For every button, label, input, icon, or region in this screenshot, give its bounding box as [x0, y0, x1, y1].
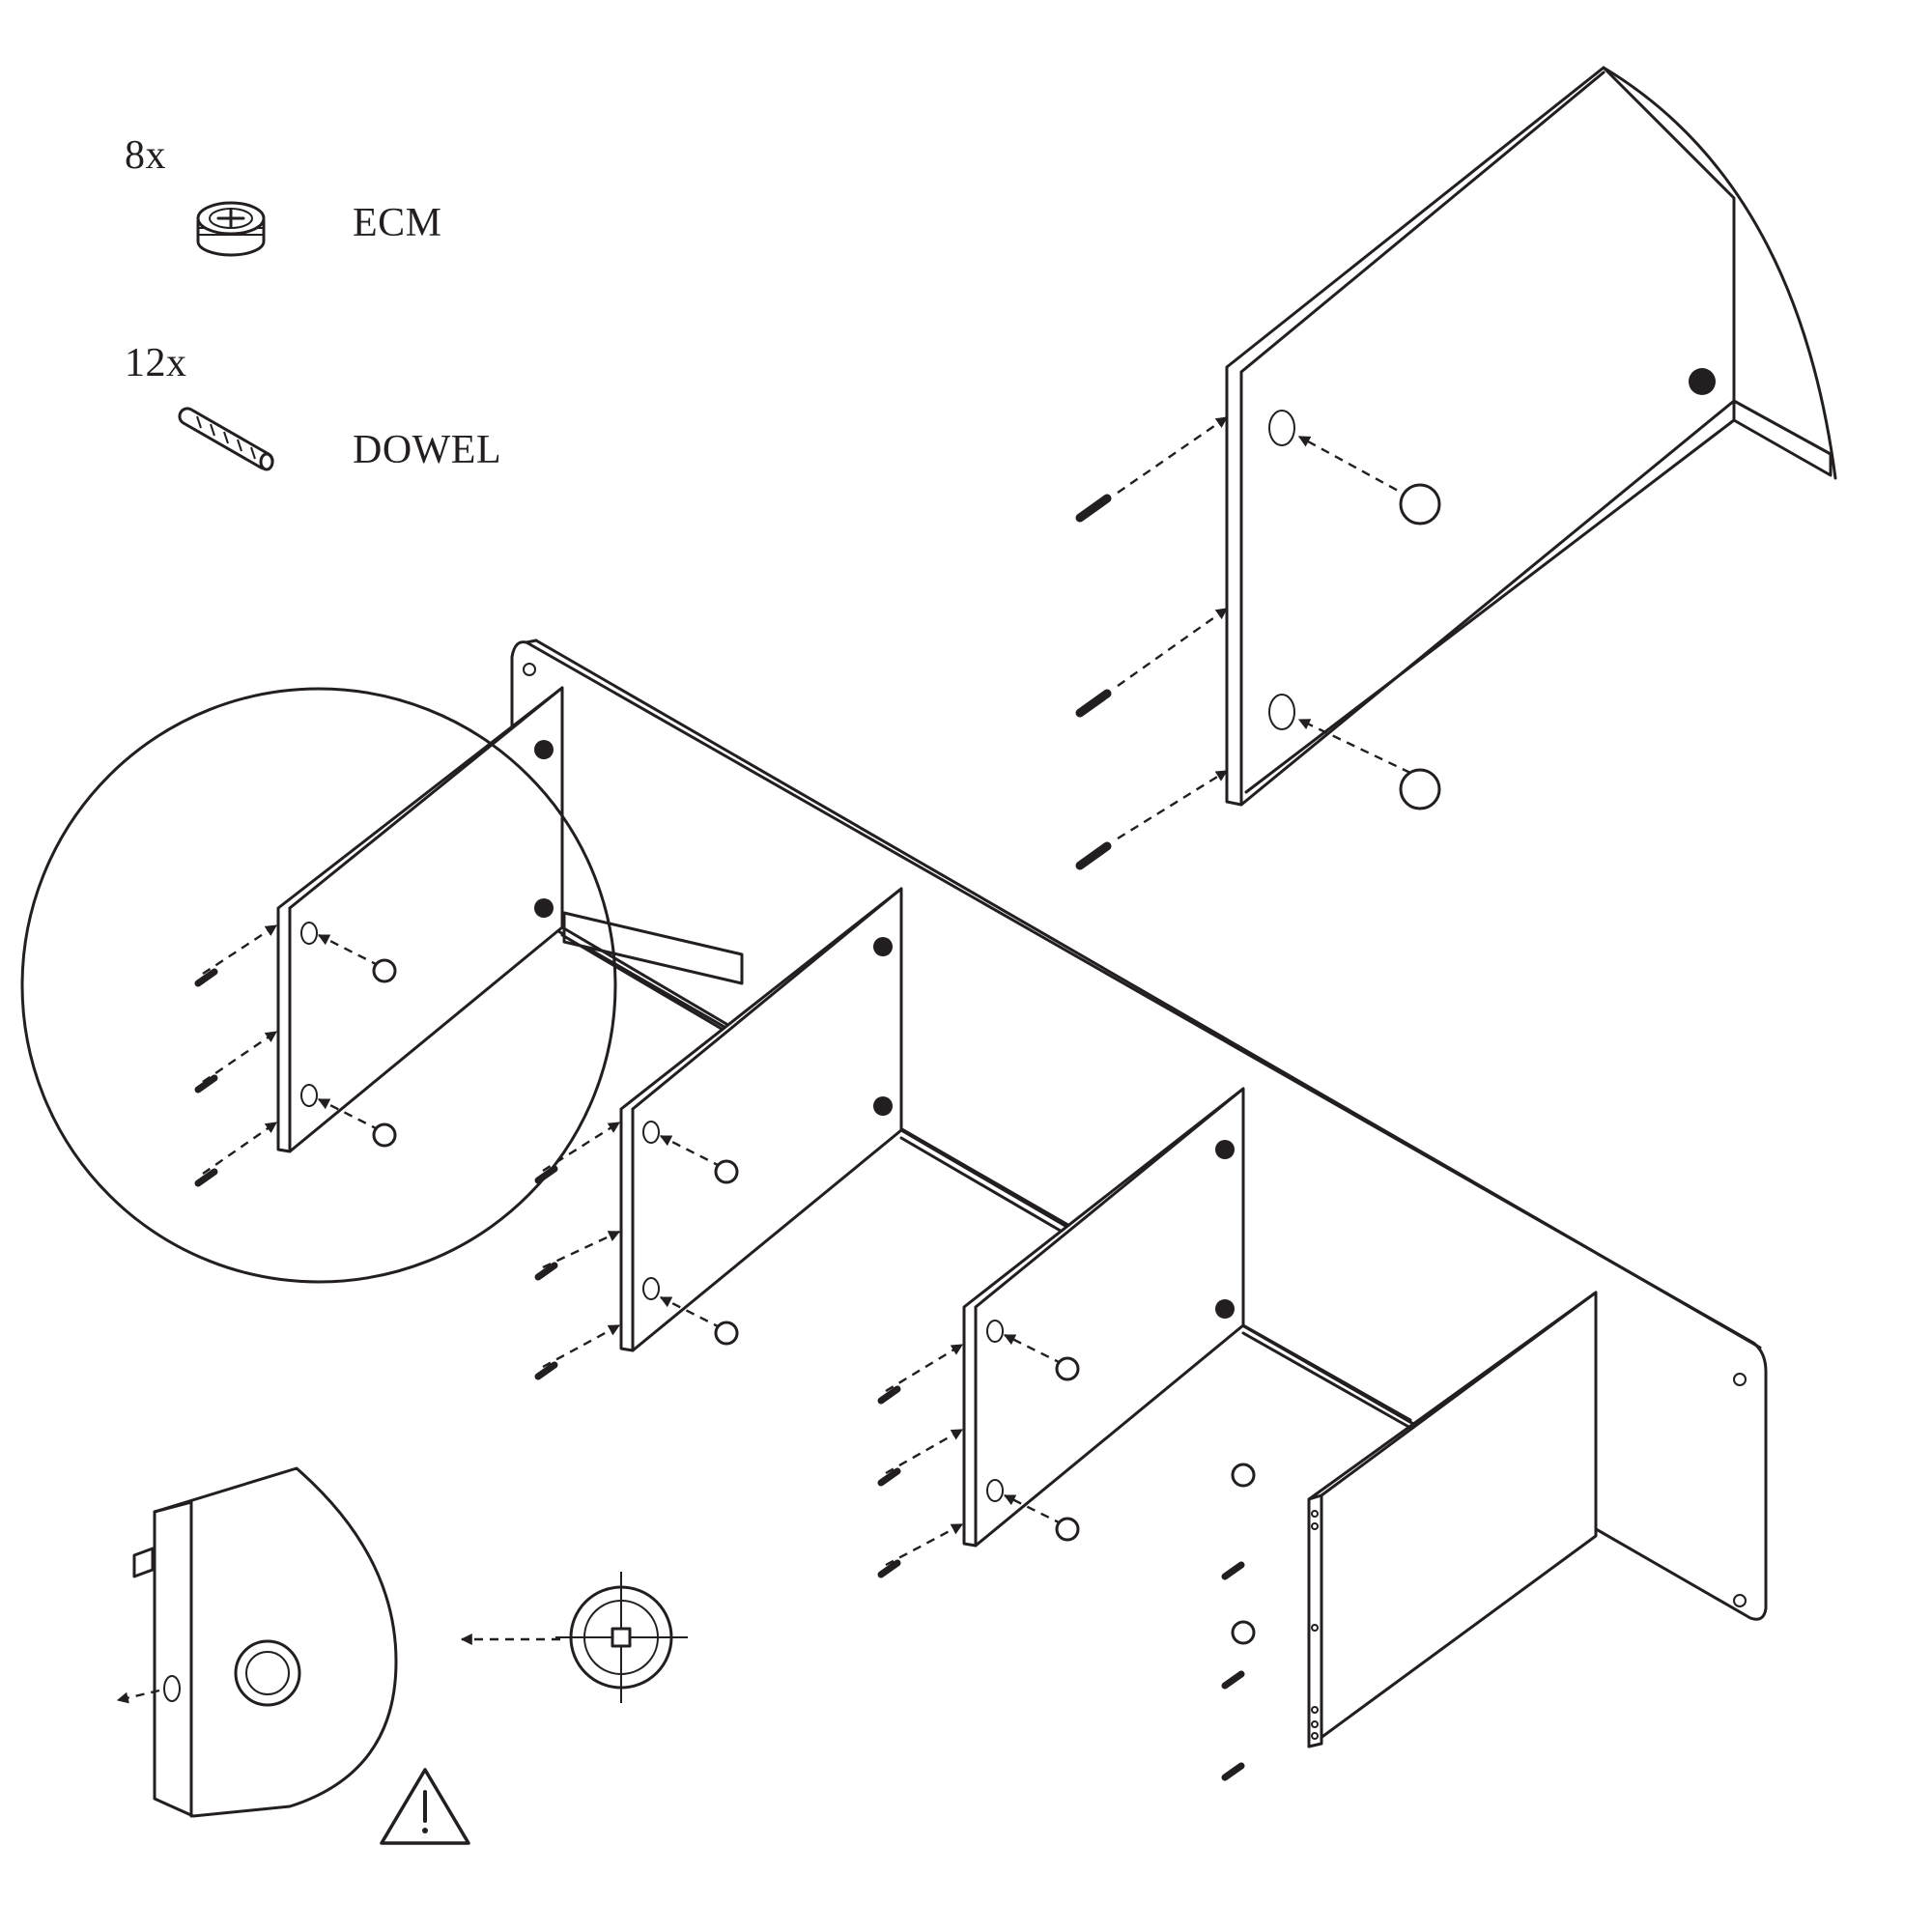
detail-circle-left — [20, 687, 617, 1284]
dowel-arrows — [202, 923, 1064, 1567]
warning-triangle-icon — [380, 1768, 470, 1845]
ecm-quantity: 8x — [125, 133, 166, 178]
shelf-panel-1 — [276, 686, 744, 1153]
ecm-label: ECM — [353, 201, 442, 245]
wooden-dowel-icon — [178, 407, 274, 471]
cam-locks — [372, 958, 1256, 1645]
cam-detail — [116, 1466, 688, 1818]
side-panel — [1307, 1291, 1598, 1748]
enlarged-panel — [1075, 66, 1837, 870]
shelf-panel-2 — [619, 887, 1072, 1352]
dowel-label: DOWEL — [353, 428, 502, 472]
top-panel — [510, 639, 1768, 1621]
dowel-quantity: 12x — [125, 341, 187, 385]
shelf-panel-3 — [962, 1087, 1412, 1548]
cam-lock-icon — [196, 201, 266, 257]
